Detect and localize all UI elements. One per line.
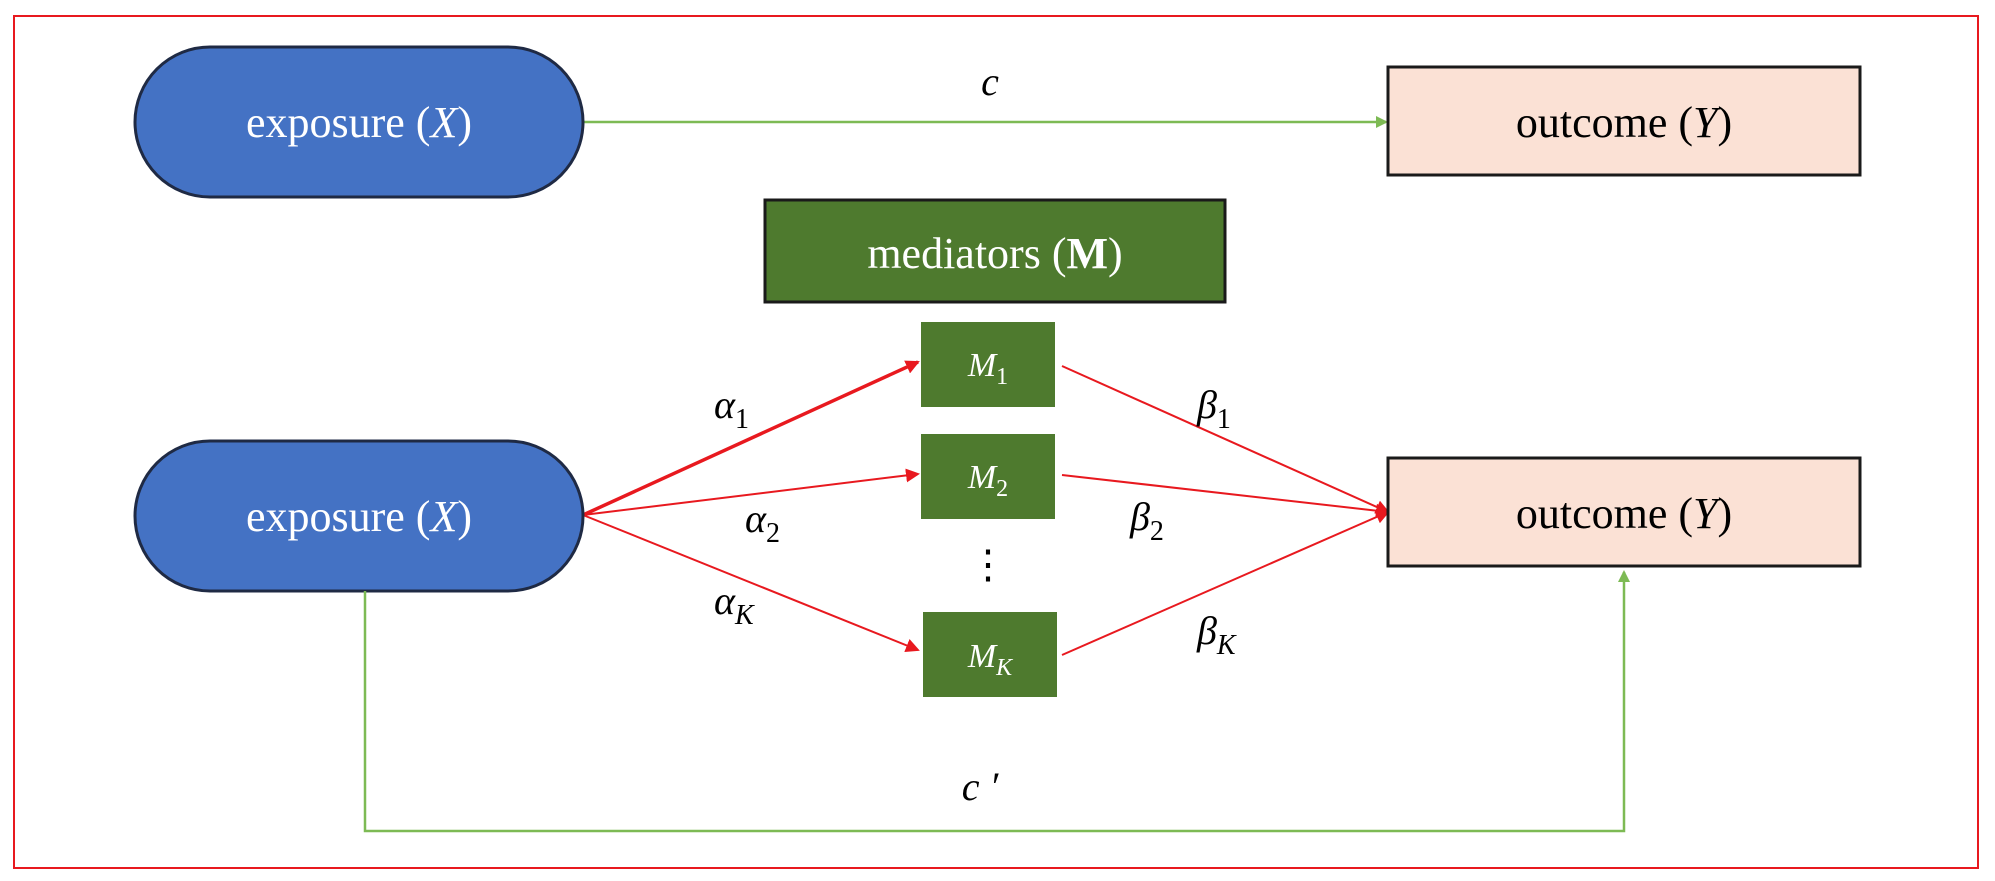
outcome-node-bottom: outcome (Y) bbox=[1386, 456, 1862, 568]
alpha-1-label: α1 bbox=[714, 382, 749, 435]
alpha-2-label: α2 bbox=[745, 496, 780, 549]
mediator-node-1: M1 bbox=[921, 322, 1055, 407]
mediator-node-k: MK bbox=[923, 612, 1057, 697]
svg-text:exposure (X): exposure (X) bbox=[246, 492, 472, 541]
svg-text:outcome (Y): outcome (Y) bbox=[1516, 489, 1732, 538]
beta-k-arrow bbox=[1061, 510, 1390, 656]
svg-text:exposure (X): exposure (X) bbox=[246, 98, 472, 147]
beta-2-arrow bbox=[1061, 474, 1390, 518]
alpha-1-arrow bbox=[582, 360, 920, 517]
mediator-ellipsis: ⋮ bbox=[968, 542, 1008, 587]
beta-2-label: β2 bbox=[1129, 494, 1164, 547]
svg-text:mediators (M): mediators (M) bbox=[867, 229, 1122, 278]
svg-text:outcome (Y): outcome (Y) bbox=[1516, 98, 1732, 147]
alpha-k-arrow bbox=[582, 514, 920, 653]
direct-effect-arrow bbox=[363, 570, 1630, 833]
beta-1-arrow bbox=[1061, 365, 1390, 514]
alpha-k-label: αK bbox=[714, 578, 755, 631]
alpha-2-arrow bbox=[582, 468, 920, 516]
svg-text:MK: MK bbox=[967, 638, 1014, 681]
exposure-node-top: exposure (X) bbox=[133, 45, 585, 199]
mediator-node-2: M2 bbox=[921, 434, 1055, 519]
total-effect-label: c bbox=[981, 59, 999, 104]
outcome-node-top: outcome (Y) bbox=[1386, 65, 1862, 177]
mediators-header-box: mediators (M) bbox=[763, 198, 1227, 304]
svg-text:M2: M2 bbox=[967, 459, 1008, 502]
svg-text:M1: M1 bbox=[967, 347, 1008, 390]
outer-frame bbox=[13, 15, 1979, 869]
direct-effect-label: c ′ bbox=[962, 764, 1000, 809]
exposure-node-bottom: exposure (X) bbox=[133, 439, 585, 593]
beta-1-label: β1 bbox=[1196, 382, 1231, 435]
beta-k-label: βK bbox=[1196, 608, 1237, 661]
